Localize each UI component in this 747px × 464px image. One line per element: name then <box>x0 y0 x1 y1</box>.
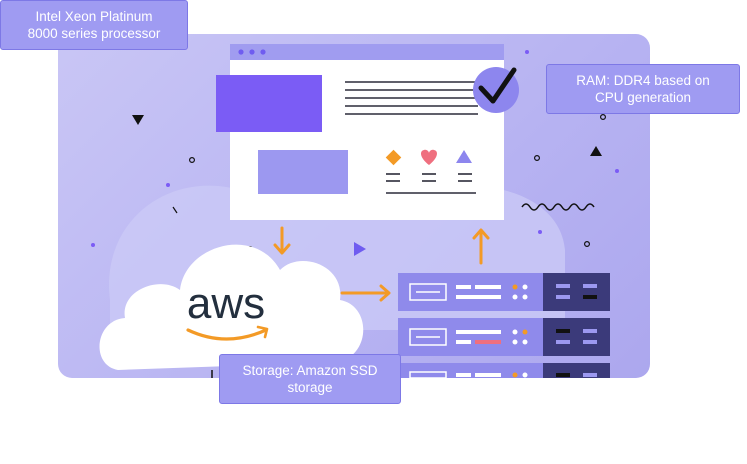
triangle-icon <box>456 150 472 163</box>
processor-label: Intel Xeon Platinum 8000 series processo… <box>0 0 188 50</box>
aws-smile-icon <box>186 328 268 341</box>
text-lines <box>345 81 478 115</box>
processor-label-line1: Intel Xeon Platinum <box>35 9 153 24</box>
window-dot-icon <box>249 49 255 55</box>
icon-caption-lines <box>386 173 476 194</box>
arrow-icon <box>273 226 490 302</box>
ram-label: RAM: DDR4 based on CPU generation <box>546 64 740 114</box>
server-icon <box>398 318 610 356</box>
aws-smile-arrow-icon <box>256 325 269 339</box>
content-block-primary <box>216 75 322 132</box>
content-block-secondary <box>258 150 348 194</box>
aws-logo-text: aws <box>187 279 265 328</box>
ram-label-line1: RAM: DDR4 based on <box>576 73 710 88</box>
server-rack <box>398 273 610 379</box>
browser-window <box>216 44 504 220</box>
heart-icon <box>421 149 437 165</box>
ram-label-line2: CPU generation <box>594 90 692 105</box>
window-dot-icon <box>260 49 266 55</box>
check-icon <box>473 67 519 113</box>
window-dot-icon <box>238 49 244 55</box>
storage-label: Storage: Amazon SSD storage <box>219 354 401 404</box>
storage-label-line1: Storage: Amazon SSD <box>242 363 378 378</box>
storage-label-line2: storage <box>287 380 333 395</box>
cloud-icon <box>99 244 364 370</box>
server-icon <box>398 363 610 379</box>
decorative-marks <box>91 50 619 273</box>
processor-label-line2: 8000 series processor <box>27 26 161 41</box>
server-icon <box>398 273 610 311</box>
diamond-icon <box>385 149 402 166</box>
